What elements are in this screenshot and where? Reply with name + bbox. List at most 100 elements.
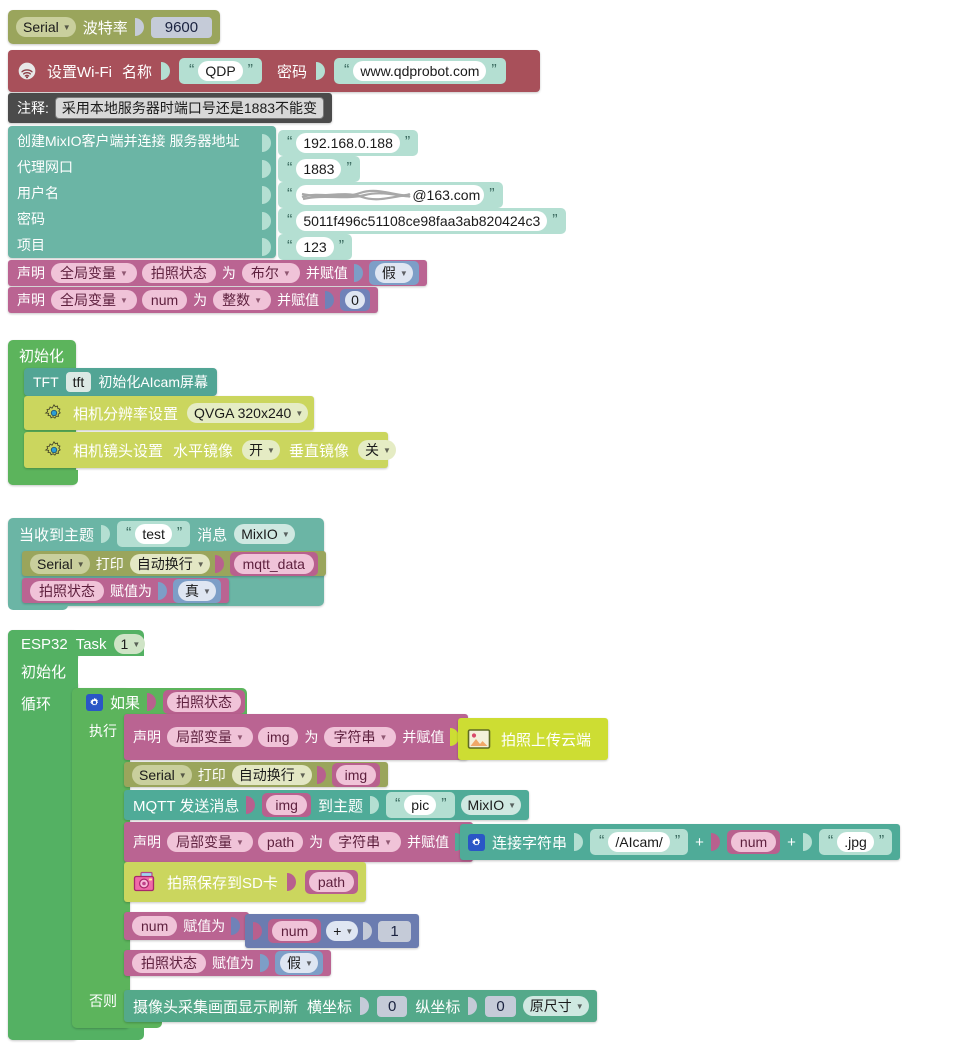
mixio-row-username[interactable]: 用户名: [8, 180, 68, 206]
serial-print-mode-dropdown[interactable]: 自动换行 ▼: [129, 553, 210, 574]
serial-port-dropdown[interactable]: Serial ▼: [30, 553, 90, 574]
mixio-username-value[interactable]: @163.com: [296, 185, 485, 205]
set-state-false-value-block[interactable]: 假 ▼: [275, 951, 323, 975]
block-tft-init[interactable]: TFT tft 初始化AIcam屏幕: [24, 368, 218, 396]
wifi-ssid-value[interactable]: QDP: [198, 61, 243, 81]
declare-scope-dropdown[interactable]: 全局变量 ▼: [51, 263, 137, 283]
on-message-topic-value[interactable]: test: [135, 524, 172, 544]
mqtt-broker-dropdown[interactable]: MixIO ▼: [460, 795, 522, 815]
mqtt-topic-value[interactable]: pic: [404, 795, 437, 815]
declare-num-value-block[interactable]: 0: [340, 289, 370, 311]
wifi-password-value[interactable]: www.qdprobot.com: [353, 61, 487, 81]
block-esp32-task-wrapper[interactable]: [8, 630, 78, 1040]
mqtt-topic-block[interactable]: “ pic ”: [385, 792, 455, 818]
block-serial-print-mqtt[interactable]: Serial ▼ 打印 自动换行 ▼ mqtt_data: [22, 551, 326, 576]
declare-variable-name[interactable]: num: [141, 290, 188, 310]
img-variable-block[interactable]: img: [331, 762, 381, 787]
declare-type-dropdown[interactable]: 字符串 ▼: [324, 727, 397, 747]
declare-type-dropdown[interactable]: 整数 ▼: [213, 290, 272, 310]
block-set-photo-state-true[interactable]: 拍照状态 赋值为 真 ▼: [22, 578, 229, 603]
block-save-photo-sd[interactable]: 拍照保存到SD卡 path: [124, 862, 367, 902]
boolean-true-dropdown[interactable]: 真 ▼: [178, 580, 216, 601]
on-message-broker-dropdown[interactable]: MixIO ▼: [234, 524, 295, 544]
math-right-operand-value[interactable]: 1: [378, 920, 411, 942]
if-condition-block[interactable]: 拍照状态: [163, 690, 246, 714]
task-title[interactable]: ESP32 Task 1 ▼: [12, 632, 153, 656]
join-part1-block[interactable]: “ /AIcam/ ”: [590, 829, 689, 855]
join-part2-block[interactable]: num: [726, 830, 781, 854]
block-declare-num[interactable]: 声明 全局变量 ▼ num 为 整数 ▼ 并赋值 0: [8, 287, 378, 313]
camera-resolution-dropdown[interactable]: QVGA 320x240 ▼: [187, 403, 309, 423]
block-math-add[interactable]: num + ▼ 1: [245, 914, 419, 948]
block-mixio-client[interactable]: [8, 126, 276, 258]
block-set-photo-state-false[interactable]: 拍照状态 赋值为 假 ▼: [124, 950, 331, 976]
mixio-project-value-block[interactable]: “ 123 ”: [262, 234, 353, 260]
serial-port-dropdown[interactable]: Serial ▼: [132, 764, 192, 785]
tft-instance-name[interactable]: tft: [65, 372, 92, 392]
boolean-false-dropdown[interactable]: 假 ▼: [280, 953, 318, 973]
declare-variable-name[interactable]: 拍照状态: [141, 263, 216, 283]
set-state-variable-name[interactable]: 拍照状态: [30, 580, 104, 601]
block-photo-upload-cloud[interactable]: 拍照上传云端: [458, 718, 608, 760]
join-part3-value[interactable]: .jpg: [837, 832, 874, 852]
set-state-value-block[interactable]: 真 ▼: [173, 578, 221, 603]
task-init-empty-socket[interactable]: [78, 656, 142, 686]
number-value[interactable]: 0: [345, 291, 365, 309]
mixio-password-value-block[interactable]: “ 5011f496c51108ce98faa3ab820424c3 ”: [262, 208, 566, 234]
serial-port-dropdown[interactable]: Serial ▼: [16, 17, 76, 37]
mutator-gear-icon[interactable]: [86, 693, 103, 711]
math-operator-dropdown[interactable]: + ▼: [326, 921, 359, 941]
mixio-username-value-block[interactable]: “ @163.com ”: [262, 182, 503, 208]
block-display-refresh[interactable]: 摄像头采集画面显示刷新 横坐标 0 纵坐标 0 原尺寸 ▼: [124, 990, 597, 1022]
mixio-row-project[interactable]: 项目: [8, 232, 54, 258]
mixio-server-address[interactable]: 192.168.0.188: [296, 133, 400, 153]
display-size-dropdown[interactable]: 原尺寸 ▼: [522, 996, 589, 1016]
block-declare-photo-state[interactable]: 声明 全局变量 ▼ 拍照状态 为 布尔 ▼ 并赋值 假 ▼: [8, 260, 427, 286]
set-state-variable-name[interactable]: 拍照状态: [132, 953, 206, 973]
mixio-row-password[interactable]: 密码: [8, 206, 54, 232]
block-serial-print-img[interactable]: Serial ▼ 打印 自动换行 ▼ img: [124, 762, 389, 787]
mixio-port-value[interactable]: 1883: [296, 159, 342, 179]
block-join-string[interactable]: 连接字符串 “ /AIcam/ ” + num + “ .jpg ”: [460, 824, 901, 860]
block-comment[interactable]: 注释: 采用本地服务器时端口号还是1883不能变: [8, 93, 333, 123]
comment-text[interactable]: 采用本地服务器时端口号还是1883不能变: [54, 97, 325, 119]
block-camera-lens[interactable]: 相机镜头设置 水平镜像 开 ▼ 垂直镜像 关 ▼: [24, 432, 396, 468]
wifi-password-string-block[interactable]: “ www.qdprobot.com ”: [334, 58, 506, 84]
declare-scope-dropdown[interactable]: 全局变量 ▼: [51, 290, 137, 310]
declare-type-dropdown[interactable]: 字符串 ▼: [329, 832, 402, 852]
declare-variable-name[interactable]: img: [257, 727, 299, 747]
boolean-false-dropdown[interactable]: 假 ▼: [374, 263, 413, 283]
mqtt-data-variable-block[interactable]: mqtt_data: [229, 551, 318, 576]
serial-print-mode-dropdown[interactable]: 自动换行 ▼: [231, 764, 312, 785]
block-set-num[interactable]: num 赋值为: [124, 912, 250, 940]
on-message-header[interactable]: 当收到主题 “ test ” 消息 MixIO ▼: [10, 521, 303, 547]
camera-hmirror-dropdown[interactable]: 开 ▼: [242, 440, 280, 460]
block-mqtt-publish[interactable]: MQTT 发送消息 img 到主题 “ pic ” MixIO ▼: [124, 790, 530, 820]
mixio-server-value-block[interactable]: “ 192.168.0.188 ”: [262, 130, 419, 156]
declare-type-dropdown[interactable]: 布尔 ▼: [241, 263, 300, 283]
declare-scope-dropdown[interactable]: 局部变量 ▼: [167, 832, 253, 852]
mixio-password-value[interactable]: 5011f496c51108ce98faa3ab820424c3: [296, 211, 548, 231]
task-number-dropdown[interactable]: 1 ▼: [113, 634, 146, 654]
declare-scope-dropdown[interactable]: 局部变量 ▼: [167, 727, 253, 747]
block-camera-resolution[interactable]: 相机分辨率设置 QVGA 320x240 ▼: [24, 396, 314, 430]
mixio-project-value[interactable]: 123: [296, 237, 334, 257]
if-header[interactable]: 如果 拍照状态: [78, 690, 253, 714]
math-left-operand-block[interactable]: num: [268, 919, 322, 943]
block-declare-img[interactable]: 声明 局部变量 ▼ img 为 字符串 ▼ 并赋值: [124, 714, 469, 760]
camera-vmirror-dropdown[interactable]: 关 ▼: [357, 440, 396, 460]
on-message-topic-block[interactable]: “ test ”: [117, 521, 191, 547]
wifi-ssid-string-block[interactable]: “ QDP ”: [179, 58, 262, 84]
declare-photo-state-value-block[interactable]: 假 ▼: [368, 261, 419, 285]
mqtt-payload-block[interactable]: img: [262, 793, 311, 817]
set-num-variable-name[interactable]: num: [132, 916, 178, 936]
mixio-row-server[interactable]: 创建MixIO客户端并连接 服务器地址: [8, 128, 248, 154]
mutator-gear-icon[interactable]: [468, 833, 485, 851]
save-sd-path-block[interactable]: path: [304, 870, 359, 894]
block-serial-init[interactable]: Serial ▼ 波特率 9600: [8, 10, 221, 44]
block-declare-path[interactable]: 声明 局部变量 ▼ path 为 字符串 ▼ 并赋值: [124, 822, 474, 862]
block-set-wifi[interactable]: 设置Wi-Fi 名称 “ QDP ” 密码 “ www.qdprobot.com…: [8, 50, 540, 92]
serial-baud-value[interactable]: 9600: [150, 16, 213, 38]
block-if-else-wrapper[interactable]: [72, 688, 130, 1028]
